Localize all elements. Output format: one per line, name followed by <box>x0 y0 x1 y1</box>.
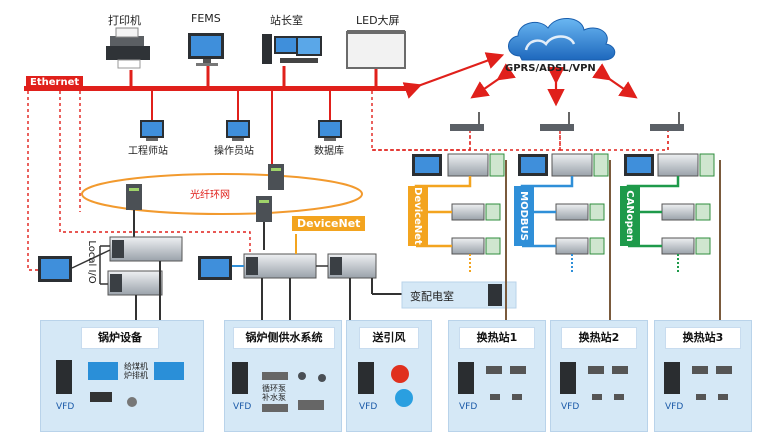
vfd-label-water: VFD <box>233 402 252 412</box>
ethernet-bus <box>24 86 410 91</box>
fiber-ring-label: 光纤环网 <box>190 190 230 201</box>
hmi-middle-icon <box>198 256 232 280</box>
vfd-label-fan: VFD <box>359 402 378 412</box>
modbus-bus-tag <box>514 186 534 246</box>
modbus-bus-label: MODBUS <box>518 191 529 241</box>
station3-equipment <box>624 153 715 255</box>
vfd-label-hx1: VFD <box>459 402 478 412</box>
engineer-station-label: 工程师站 <box>128 146 168 157</box>
dashed-links <box>27 91 669 271</box>
fems-label: FEMS <box>191 12 221 25</box>
database-icon <box>318 120 342 141</box>
local-io-label: Local I/O <box>86 240 97 283</box>
operator-station-icon <box>226 120 250 141</box>
hx3-panel: 换热站3 <box>654 320 752 432</box>
wan-arrows <box>402 52 638 107</box>
vfd-label-hx3: VFD <box>665 402 684 412</box>
hx1-panel-title: 换热站1 <box>459 327 535 349</box>
led-screen-icon <box>346 30 406 69</box>
boiler-plc-icon <box>107 236 183 296</box>
hx2-panel: 换热站2 <box>550 320 648 432</box>
router-icon <box>450 112 684 131</box>
hx2-panel-title: 换热站2 <box>561 327 637 349</box>
station-master-label: 站长室 <box>270 14 303 27</box>
wan-label: GPRS/ADSL/VPN <box>505 63 596 74</box>
station-master-pc-icon <box>262 34 322 64</box>
fan-panel-title: 送引风 <box>359 327 419 349</box>
feeder-label: 给煤机 炉排机 <box>124 362 148 380</box>
water-panel-title: 锅炉侧供水系统 <box>233 327 335 349</box>
ring-switch-icon <box>126 164 284 222</box>
substation-box <box>401 281 517 309</box>
station1-equipment <box>412 153 505 255</box>
canopen-bus-tag <box>620 186 640 246</box>
devicenet-bus-tag <box>408 186 428 246</box>
printer-label: 打印机 <box>108 14 141 27</box>
devicenet-box-label: DeviceNet <box>292 216 366 231</box>
fems-monitor-icon <box>188 33 224 66</box>
substation-label: 变配电室 <box>410 290 454 303</box>
vfd-label-boiler: VFD <box>56 402 75 412</box>
vfd-label-hx2: VFD <box>561 402 580 412</box>
fan-panel: 送引风 <box>346 320 432 432</box>
canopen-bus-label: CANopen <box>624 190 635 241</box>
led-screen-label: LED大屏 <box>356 14 400 27</box>
fiber-ring <box>81 173 363 215</box>
boiler-panel-title: 锅炉设备 <box>81 327 159 349</box>
devicenet-bus-label: DeviceNet <box>412 187 423 245</box>
water-panel: 锅炉侧供水系统 <box>224 320 342 432</box>
hx1-panel: 换热站1 <box>448 320 546 432</box>
database-label: 数据库 <box>314 146 344 157</box>
operator-station-label: 操作员站 <box>214 146 254 157</box>
engineer-station-icon <box>140 120 164 141</box>
boiler-panel: 锅炉设备 <box>40 320 204 432</box>
hmi-left-icon <box>38 256 72 282</box>
water-plc-icon <box>243 253 377 279</box>
ethernet-label: Ethernet <box>26 76 84 90</box>
station2-equipment <box>518 153 609 255</box>
pumps-label: 循环泵 补水泵 <box>262 384 286 402</box>
hx3-panel-title: 换热站3 <box>665 327 741 349</box>
cloud-icon <box>508 18 616 61</box>
printer-icon <box>106 27 150 69</box>
